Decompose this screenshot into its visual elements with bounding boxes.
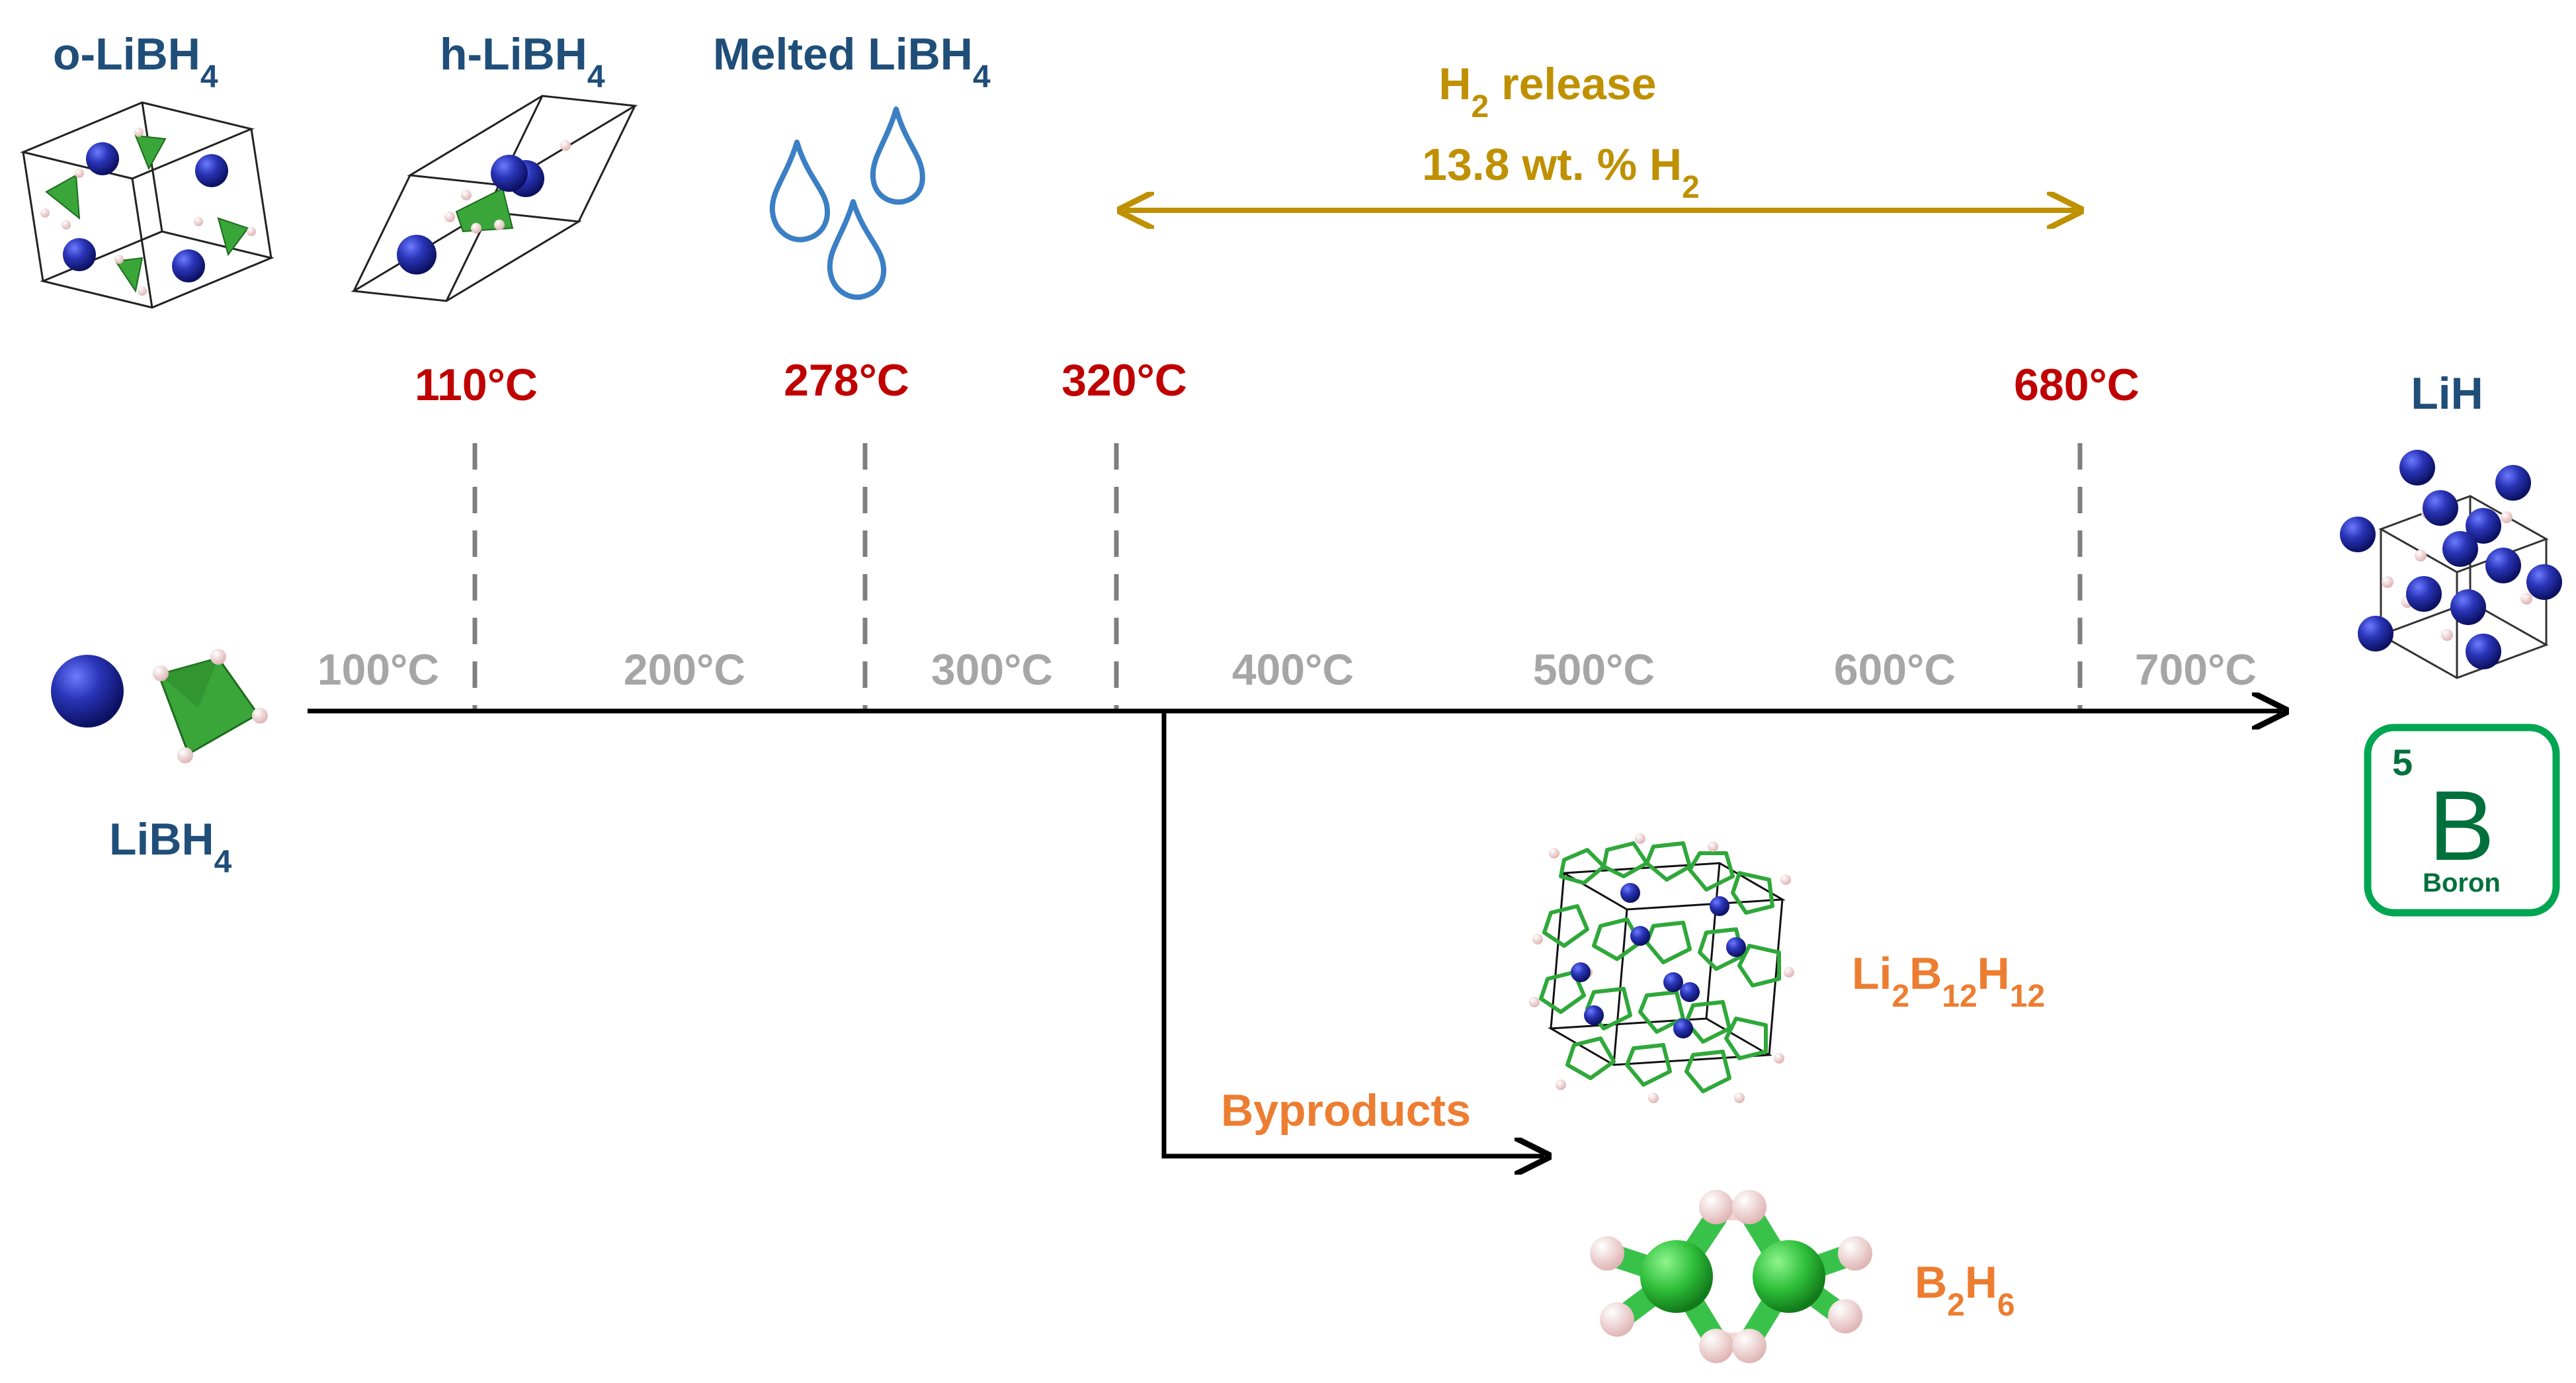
- lih-lattice-icon: [2340, 450, 2562, 679]
- axis-tick-100: 100°C: [317, 645, 439, 694]
- transition-markers: [472, 443, 2083, 711]
- axis-tick-300: 300°C: [931, 645, 1053, 694]
- product-label-lih: LiH: [2411, 368, 2483, 419]
- bh4-tetrahedron-icon: [153, 649, 268, 763]
- boron-symbol: B: [2429, 770, 2495, 881]
- axis-tick-600: 600°C: [1834, 645, 1956, 694]
- reactant-label-libh4: LiBH4: [109, 814, 232, 880]
- transition-temp-680: 680°C: [2014, 360, 2140, 410]
- boron-name: Boron: [2423, 868, 2501, 898]
- transition-temp-278: 278°C: [784, 355, 909, 405]
- byproducts-branch-arrow: [1161, 711, 1544, 1156]
- axis-tick-400: 400°C: [1232, 645, 1354, 694]
- droplet-icon: [769, 106, 925, 300]
- byproducts-label: Byproducts: [1221, 1085, 1471, 1136]
- boron-atomic-number: 5: [2392, 741, 2413, 783]
- phase-label-melted-libh4: Melted LiBH4: [713, 29, 991, 95]
- axis-tick-700: 700°C: [2135, 645, 2257, 694]
- byproduct-label-b2h6: B2H6: [1915, 1257, 2015, 1323]
- h2-capacity-label: 13.8 wt. % H2: [1422, 140, 1700, 205]
- b12-cluster-icon: [1529, 833, 1794, 1103]
- axis-tick-500: 500°C: [1533, 645, 1655, 694]
- phase-label-h-libh4: h-LiBH4: [440, 29, 605, 95]
- crystal-cell-icon: [351, 95, 638, 302]
- transition-temp-110: 110°C: [415, 360, 538, 410]
- h2-release-label: H2 release: [1438, 59, 1656, 124]
- phase-label-o-libh4: o-LiBH4: [53, 29, 218, 95]
- axis-tick-200: 200°C: [624, 645, 745, 694]
- transition-temp-320: 320°C: [1061, 355, 1187, 405]
- boron-element-icon: 5 B Boron: [2364, 724, 2560, 917]
- crystal-cell-icon: [20, 101, 274, 309]
- b2h6-molecule-icon: [1590, 1190, 1872, 1363]
- li-atom-icon: [51, 655, 124, 728]
- byproduct-label-li2b12h12: Li2B12H12: [1852, 948, 2045, 1014]
